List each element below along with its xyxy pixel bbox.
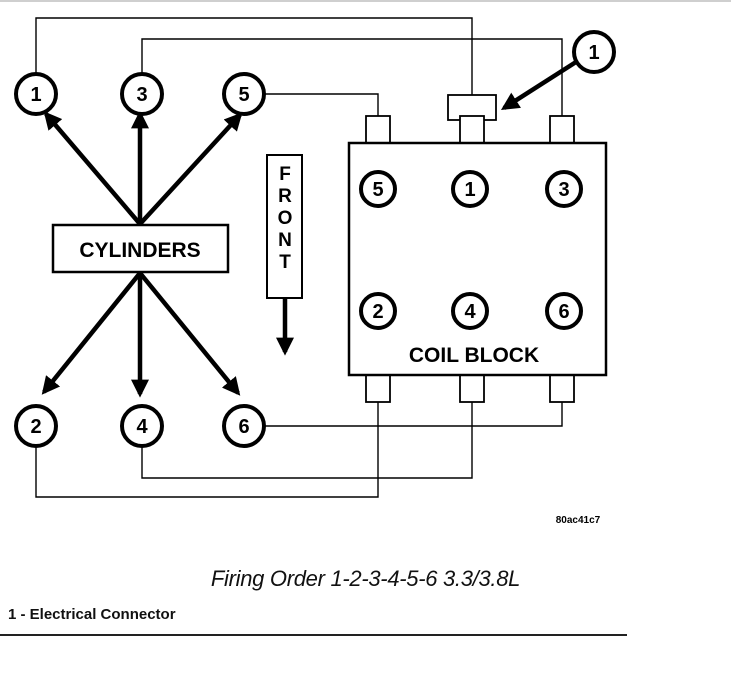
cylinders-box [51,223,230,274]
cylinders-label: CYLINDERS [79,239,200,262]
cylinder-label: 5 [238,84,249,106]
coil-terminal-top-3 [549,115,575,145]
coil-tower-label: 1 [464,179,475,201]
figure-code: 80ac41c7 [556,515,601,526]
cylinder-circle [120,72,164,116]
coil-terminal-bottom-6 [549,373,575,403]
coil-tower-circle [545,170,583,208]
wire-cyl2 [35,400,379,498]
arrow-to-cyl2 [41,271,142,395]
coil-tower-circle [451,170,489,208]
coil-terminal-bottom-2 [365,373,391,403]
top-border [0,0,731,2]
legend-item: 1 - Electrical Connector [8,606,176,623]
wire-cyl6 [264,400,563,427]
callout-label: 1 [588,42,599,64]
coil-tower-label: 5 [372,179,383,201]
cylinder-label: 1 [30,84,41,106]
coil-towers: 5 1 3 2 4 6 [359,170,583,330]
cylinder-arrows [41,110,243,398]
figure-caption: Firing Order 1-2-3-4-5-6 3.3/3.8L [210,566,521,591]
wire-cyl4 [141,400,473,479]
ignition-wires [35,17,563,498]
cylinder-circle [222,72,266,116]
arrow-to-cyl6 [138,271,241,396]
cylinders: 1 3 5 2 4 6 [14,72,266,448]
coil-tower-circle [359,170,397,208]
arrow-to-cyl5 [138,112,243,226]
cylinder-label: 4 [136,416,148,438]
coil-terminal-top-1 [459,115,485,145]
coil-tower-label: 3 [558,179,569,201]
cylinder-label: 3 [136,84,147,106]
callout-circle [572,30,616,74]
cylinder-circle [120,404,164,448]
coil-terminal-bottom-4 [459,373,485,403]
coil-block-label: COIL BLOCK [409,344,539,367]
coil-tower-circle [451,292,489,330]
cylinder-circle [14,404,58,448]
coil-tower-label: 6 [558,301,569,323]
callout-arrow [500,60,578,110]
coil-tower-circle [359,292,397,330]
bottom-rule [0,634,627,636]
front-indicator-box [266,154,303,299]
cylinder-circle [14,72,58,116]
wire-cyl3 [141,38,563,118]
arrow-to-cyl1 [43,111,142,226]
wire-cyl1 [35,17,473,118]
coil-tower-label: 2 [372,301,383,323]
cylinder-label: 2 [30,416,41,438]
coil-terminal-top-5 [365,115,391,145]
wire-cyl5 [264,93,379,118]
cylinder-circle [222,404,266,448]
cylinder-label: 6 [238,416,249,438]
coil-tower-label: 4 [464,301,476,323]
coil-tower-circle [545,292,583,330]
